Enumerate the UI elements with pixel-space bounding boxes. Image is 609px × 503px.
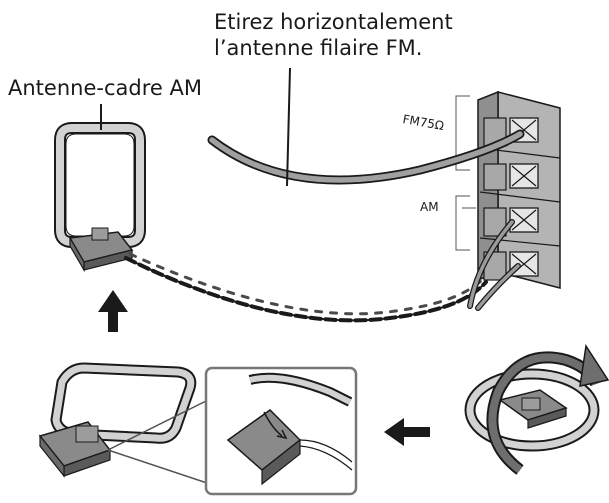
rear-panel: [455, 90, 561, 289]
detail-inset-panel: [204, 366, 358, 496]
am-twisted-lead: [124, 219, 521, 323]
am-loop-antenna-standing: [54, 122, 146, 273]
am-loop-antenna-label: Antenne-cadre AM: [8, 76, 202, 100]
fm-instruction-line2: l’antenne filaire FM.: [214, 36, 423, 60]
left-arrow-icon: [384, 418, 430, 446]
up-arrow-icon: [98, 290, 128, 332]
am-loop-rotation-step: [464, 368, 600, 452]
am-terminal-label: AM: [420, 200, 439, 214]
am-loop-assembly-step: [38, 362, 217, 487]
rotate-arrow-icon: [486, 343, 609, 475]
fm-label-pointer: [286, 67, 291, 187]
fm-instruction-line1: Etirez horizontalement: [214, 10, 453, 34]
